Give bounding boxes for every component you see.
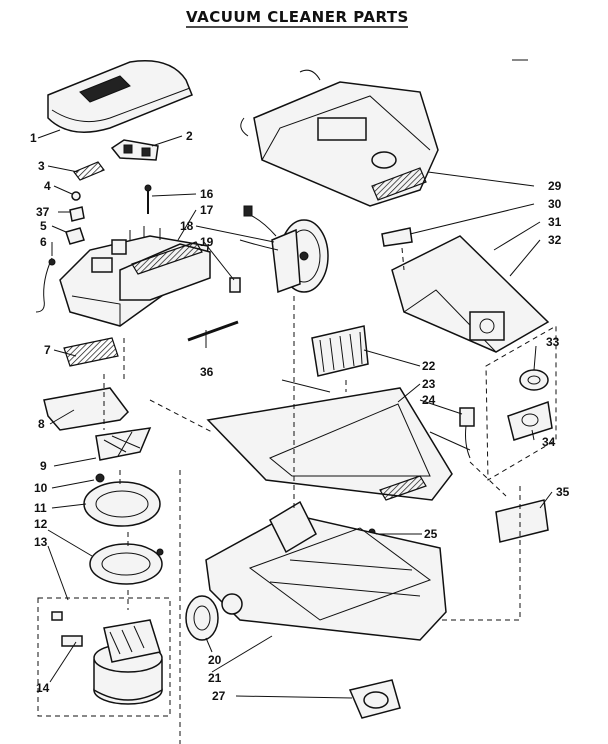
- cord-reel-part: [239, 205, 329, 294]
- seal-ring-part: [519, 369, 549, 391]
- callout-5: 5: [40, 219, 47, 233]
- callout-31: 31: [548, 215, 562, 229]
- rod-part: [187, 320, 239, 342]
- callout-8: 8: [38, 417, 45, 431]
- motor-ring-part: [89, 543, 164, 585]
- callout-labels: 1 2 3 4 37 5 6 7 8 9 10 11 12 13 14 16 1…: [30, 129, 570, 703]
- clip-part: [381, 227, 413, 247]
- callout-2: 2: [186, 129, 193, 143]
- callout-4: 4: [44, 179, 51, 193]
- callout-21: 21: [208, 671, 222, 685]
- caster-part: [348, 679, 401, 719]
- grille-part: [311, 325, 369, 377]
- nut-part: [95, 473, 105, 483]
- motor-part: [93, 619, 163, 705]
- filter-part: [73, 161, 105, 181]
- wire-part: [35, 257, 53, 313]
- callout-30: 30: [548, 197, 562, 211]
- switch-part: [429, 407, 475, 459]
- callout-9: 9: [40, 459, 47, 473]
- diagram-title: VACUUM CLEANER PARTS: [186, 8, 409, 26]
- callout-1: 1: [30, 131, 37, 145]
- callout-24: 24: [422, 393, 436, 407]
- callout-17: 17: [200, 203, 214, 217]
- callout-34: 34: [542, 435, 556, 449]
- callout-32: 32: [548, 233, 562, 247]
- callout-35: 35: [556, 485, 570, 499]
- callout-14: 14: [36, 681, 50, 695]
- rear-clip-part: [495, 499, 549, 543]
- hood-cover-part: [47, 60, 193, 133]
- callout-37: 37: [36, 205, 50, 219]
- main-housing-part: [59, 226, 211, 327]
- frame-part: [206, 379, 453, 501]
- screw-part-16: [144, 184, 152, 214]
- gasket-ring-part: [83, 481, 161, 527]
- callout-7: 7: [44, 343, 51, 357]
- dust-bag-part: [391, 235, 550, 353]
- callout-29: 29: [548, 179, 562, 193]
- callout-19: 19: [200, 235, 214, 249]
- callout-6: 6: [40, 235, 47, 249]
- wheel-part: [185, 595, 219, 641]
- callout-22: 22: [422, 359, 436, 373]
- connector-part: [229, 277, 241, 293]
- callout-27: 27: [212, 689, 226, 703]
- callout-11: 11: [34, 501, 47, 515]
- brush-part: [51, 611, 83, 647]
- callout-3: 3: [38, 159, 45, 173]
- callout-25: 25: [424, 527, 438, 541]
- filter-pad-part: [63, 337, 119, 367]
- leader-lines: [37, 129, 553, 699]
- upper-housing-part: [240, 69, 439, 207]
- callout-12: 12: [34, 517, 48, 531]
- callout-36: 36: [200, 365, 214, 379]
- base-part: [205, 500, 447, 641]
- bracket-part: [43, 387, 129, 431]
- callout-16: 16: [200, 187, 214, 201]
- callout-23: 23: [422, 377, 436, 391]
- motor-group-box: [37, 597, 171, 717]
- adapter-part: [507, 400, 553, 441]
- small-fittings: [65, 191, 85, 245]
- callout-33: 33: [546, 335, 560, 349]
- fan-part: [95, 427, 152, 461]
- callout-13: 13: [34, 535, 48, 549]
- callout-18: 18: [180, 219, 194, 233]
- callout-20: 20: [208, 653, 222, 667]
- latch-part: [110, 139, 159, 161]
- callout-10: 10: [34, 481, 48, 495]
